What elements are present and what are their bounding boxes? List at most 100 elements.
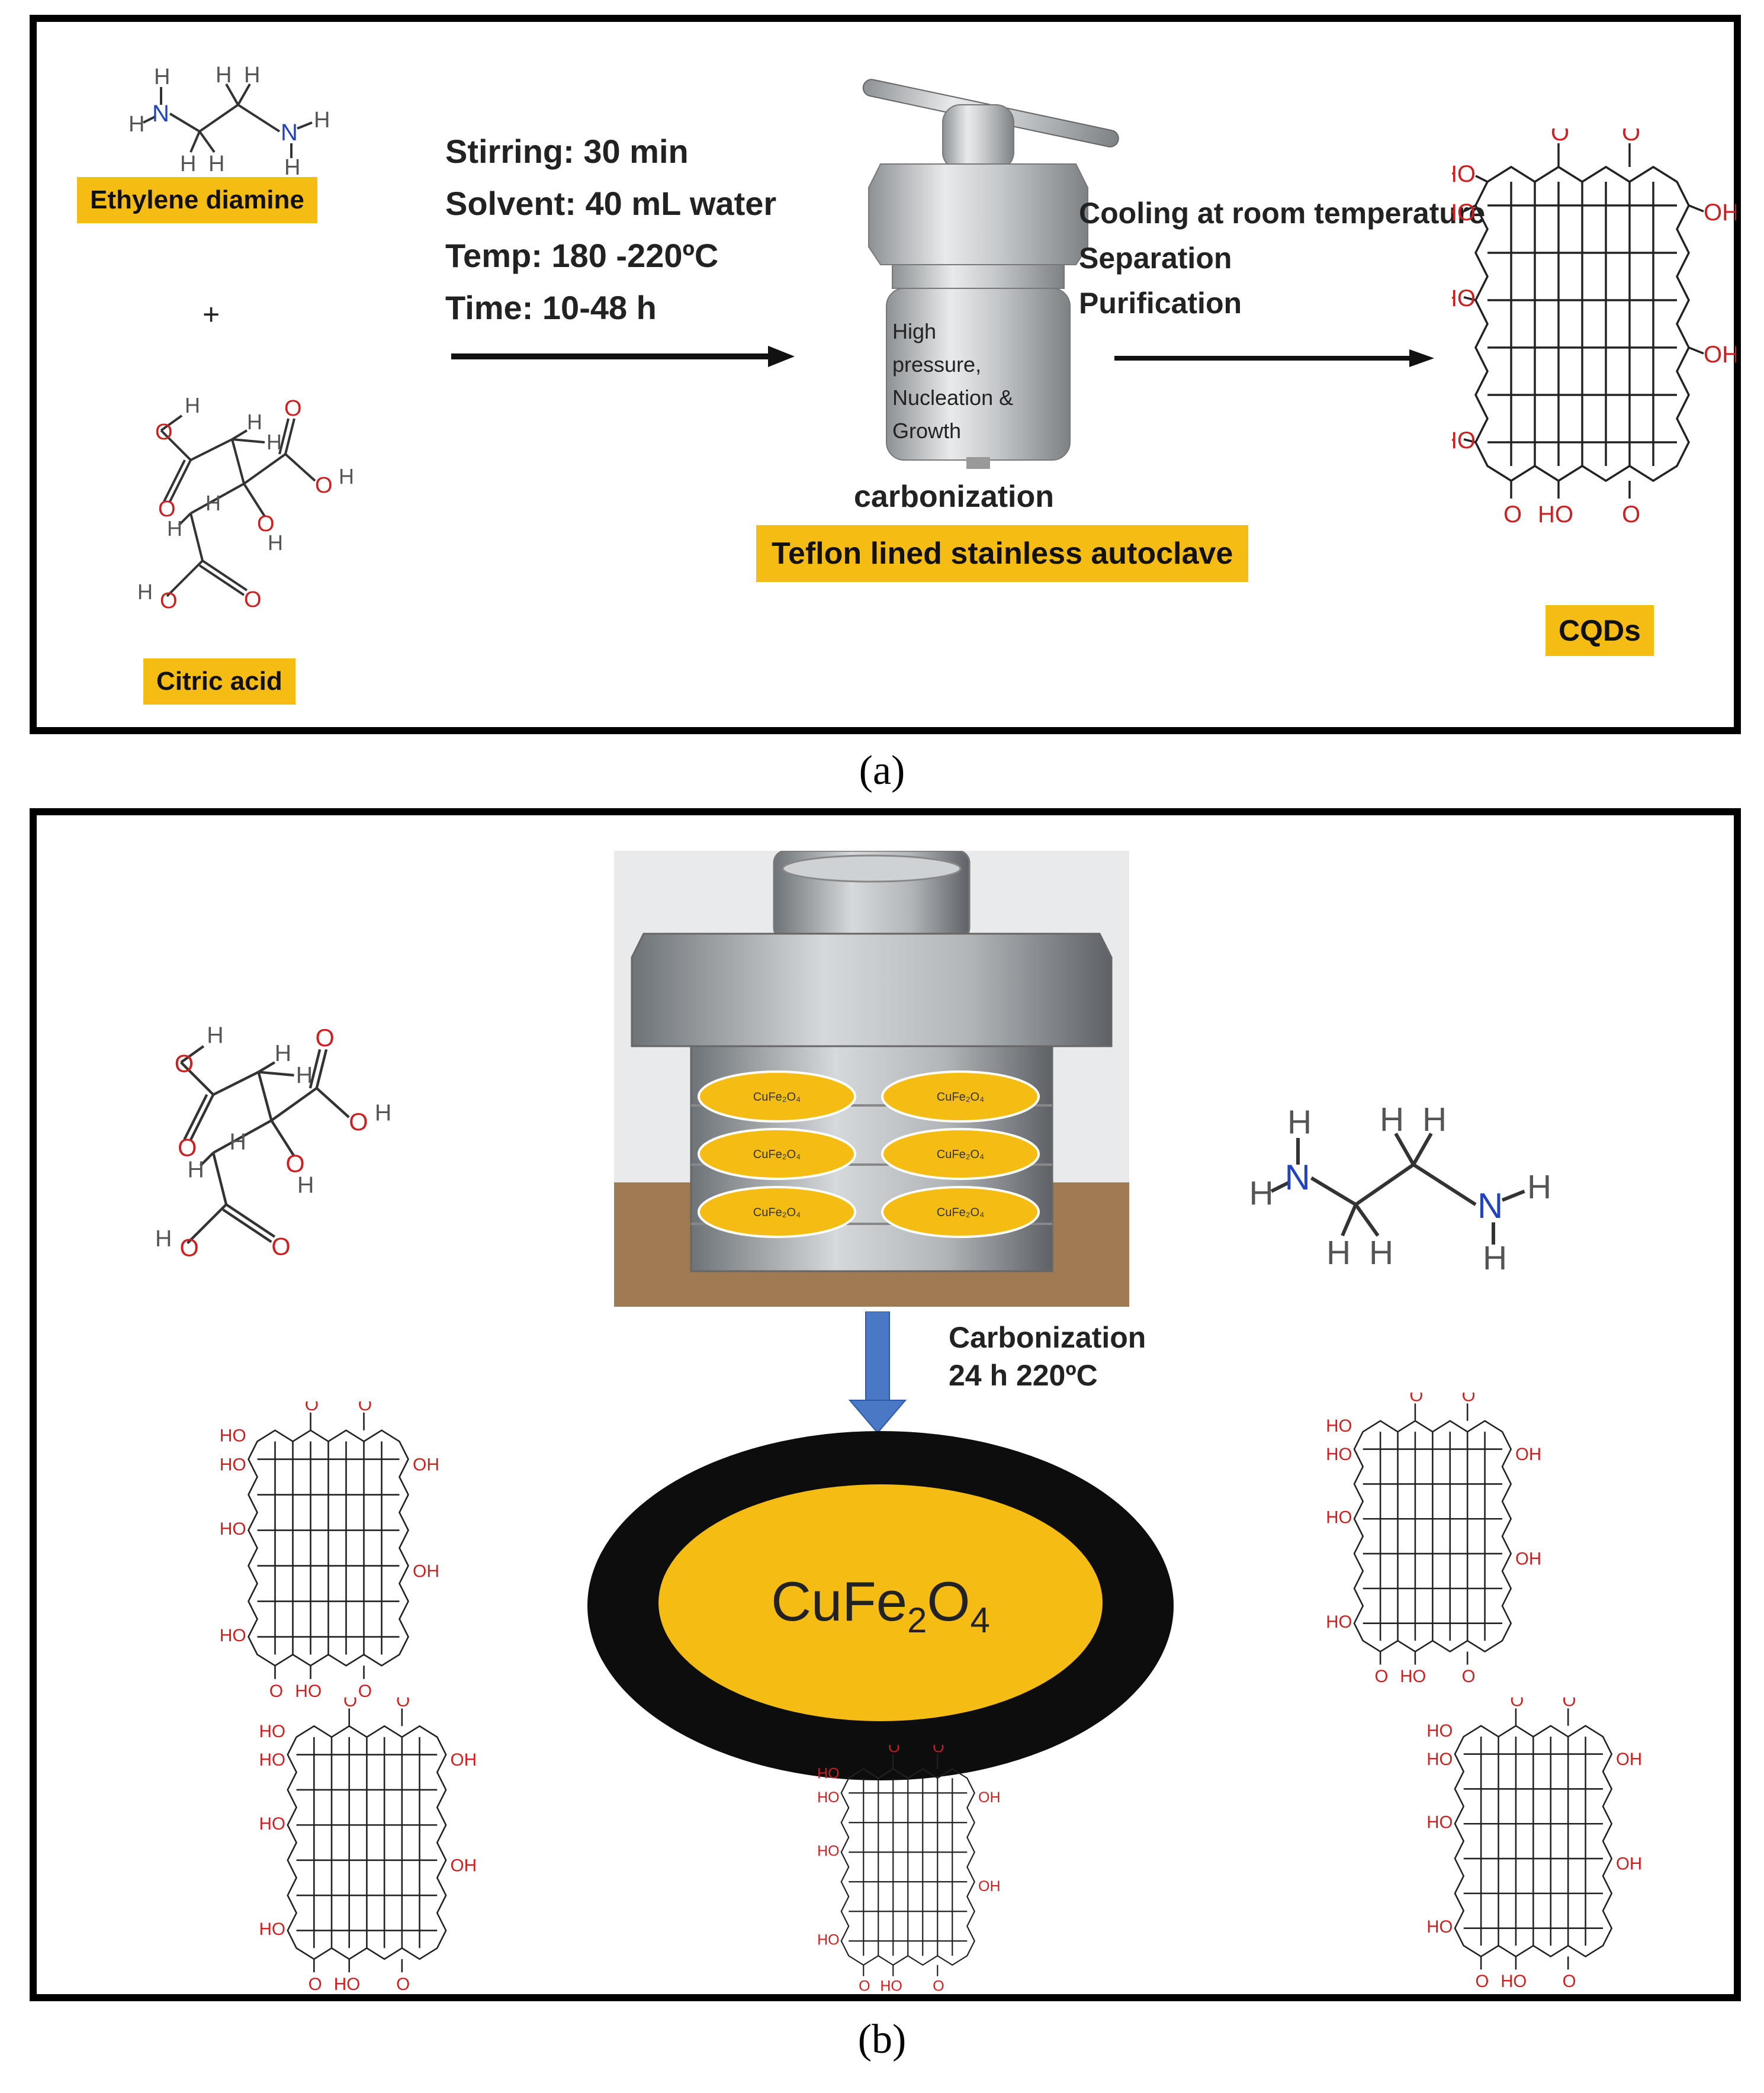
oxygen-label: O xyxy=(305,1401,319,1414)
core-formula-main: CuFe xyxy=(771,1570,907,1632)
oxygen-label: O xyxy=(309,1975,322,1994)
capsule-label: CuFe₂O₄ xyxy=(753,1091,801,1104)
atom-h: H xyxy=(1369,1234,1393,1271)
capsule-label: CuFe₂O₄ xyxy=(937,1148,984,1161)
atom-o: O xyxy=(285,1150,304,1178)
atom-h: H xyxy=(1380,1101,1404,1139)
hydroxyl-label: HO xyxy=(1500,1972,1527,1991)
oxygen-label: O xyxy=(933,1978,944,1995)
post-processing-steps: Cooling at room temperature Separation P… xyxy=(1079,191,1485,326)
post-step: Cooling at room temperature xyxy=(1079,197,1486,230)
oxygen-label: O xyxy=(269,1682,283,1701)
autoclave-note-line: Growth xyxy=(892,419,962,443)
atom-h: H xyxy=(266,430,282,454)
ethylene-diamine-structure: H H H H H H H H N N xyxy=(128,63,330,176)
panel-b: CuFe₂O₄ CuFe₂O₄ CuFe₂O₄ CuFe₂O₄ CuFe₂O₄ … xyxy=(30,808,1741,2001)
hydroxyl-label: HO xyxy=(259,1750,285,1770)
hydroxyl-label: HO xyxy=(1452,200,1476,226)
atom-o: O xyxy=(160,589,178,613)
atom-h: H xyxy=(1287,1104,1312,1142)
hydroxyl-label: HO xyxy=(817,1932,840,1949)
atom-h: H xyxy=(297,1172,314,1198)
hydroxyl-label: HO xyxy=(1326,1508,1352,1528)
hydroxyl-label: OH xyxy=(978,1789,1001,1806)
hydroxyl-label: HO xyxy=(1452,427,1476,454)
label-ethylene-diamine: Ethylene diamine xyxy=(77,177,317,223)
oxygen-label: O xyxy=(396,1975,410,1994)
capsule-label: CuFe₂O₄ xyxy=(753,1206,801,1219)
atom-n: N xyxy=(1285,1158,1310,1197)
post-step: Separation xyxy=(1079,242,1232,275)
hydroxyl-label: HO xyxy=(1452,161,1476,187)
cufe2o4-capsule xyxy=(698,1128,856,1180)
atom-h: H xyxy=(296,1062,313,1088)
oxygen-label: O xyxy=(1510,1697,1524,1711)
carbonization-arrow xyxy=(848,1311,907,1434)
label-carbonization: carbonization xyxy=(854,480,1055,514)
oxygen-label: O xyxy=(1622,501,1640,528)
hydroxyl-label: HO xyxy=(220,1455,246,1474)
hydroxyl-label: OH xyxy=(1704,200,1736,226)
atom-h: H xyxy=(154,65,170,89)
label-citric-acid: Citric acid xyxy=(143,658,295,705)
post-step: Purification xyxy=(1079,287,1242,320)
atom-o: O xyxy=(244,587,262,612)
hydroxyl-label: OH xyxy=(1704,342,1736,368)
atom-h: H xyxy=(155,1226,172,1252)
atom-h: H xyxy=(244,63,260,88)
hydroxyl-label: HO xyxy=(1426,1750,1453,1769)
atom-h: H xyxy=(1326,1234,1351,1271)
hydroxyl-label: HO xyxy=(1326,1416,1352,1436)
label-teflon-autoclave: Teflon lined stainless autoclave xyxy=(756,525,1249,582)
citric-acid-structure: O O O O O O O H H H H H H H H xyxy=(137,393,354,613)
oxygen-label: O xyxy=(1375,1667,1389,1686)
hydroxyl-label: OH xyxy=(1616,1750,1642,1769)
oxygen-label: O xyxy=(358,1401,372,1414)
atom-o: O xyxy=(271,1232,290,1260)
plus-sign: + xyxy=(203,298,220,331)
atom-o: O xyxy=(178,1133,197,1161)
panel-a: H H H H H H H H N N Ethylene diamine + xyxy=(30,15,1741,734)
autoclave-photo: CuFe₂O₄ CuFe₂O₄ CuFe₂O₄ CuFe₂O₄ CuFe₂O₄ … xyxy=(614,851,1129,1307)
atom-h: H xyxy=(229,1129,246,1155)
hydroxyl-label: HO xyxy=(1426,1813,1453,1832)
atom-h: H xyxy=(268,531,283,555)
hydroxyl-label: HO xyxy=(220,1426,246,1446)
hydroxyl-label: OH xyxy=(451,1750,477,1770)
atom-h: H xyxy=(1527,1168,1551,1206)
reaction-conditions: Stirring: 30 min Solvent: 40 mL water Te… xyxy=(445,126,776,334)
atom-h: H xyxy=(185,393,200,417)
hydroxyl-label: HO xyxy=(1326,1445,1352,1464)
hydroxyl-label: HO xyxy=(295,1682,322,1701)
oxygen-label: O xyxy=(1462,1393,1476,1406)
core-label: CuFe2O4 xyxy=(771,1570,990,1640)
hydroxyl-label: OH xyxy=(978,1878,1001,1895)
cufe2o4-capsule xyxy=(698,1070,856,1123)
atom-h: H xyxy=(208,152,224,176)
atom-h: H xyxy=(275,1040,291,1066)
condition-line: Solvent: 40 mL water xyxy=(445,185,777,222)
condition-line: Temp: 180 -220ºC xyxy=(445,237,719,274)
atom-h: H xyxy=(180,152,196,176)
cufe2o4-capsule xyxy=(881,1128,1040,1180)
oxygen-label: O xyxy=(933,1745,944,1756)
ethylene-diamine-structure: H H H H H H H H N N xyxy=(1249,1101,1552,1271)
hydroxyl-label: HO xyxy=(220,1519,246,1539)
hydroxyl-label: HO xyxy=(1452,285,1476,311)
carbonization-conditions: 24 h 220ºC xyxy=(949,1359,1098,1392)
atom-n: N xyxy=(281,120,298,146)
hydroxyl-label: OH xyxy=(1515,1549,1541,1568)
oxygen-label: O xyxy=(396,1697,410,1711)
cqd-structure: O O HO HO OH HO OH HO O HO O xyxy=(1452,128,1736,528)
atom-h: H xyxy=(314,108,330,133)
carbonization-text: Carbonization 24 h 220ºC xyxy=(949,1319,1146,1394)
atom-h: H xyxy=(128,112,144,137)
oxygen-label: O xyxy=(1409,1393,1423,1406)
oxygen-label: O xyxy=(1476,1972,1489,1991)
atom-o: O xyxy=(257,512,275,536)
label-cqds: CQDs xyxy=(1545,605,1654,656)
oxygen-label: O xyxy=(888,1745,899,1756)
cufe2o4-capsule xyxy=(698,1186,856,1238)
